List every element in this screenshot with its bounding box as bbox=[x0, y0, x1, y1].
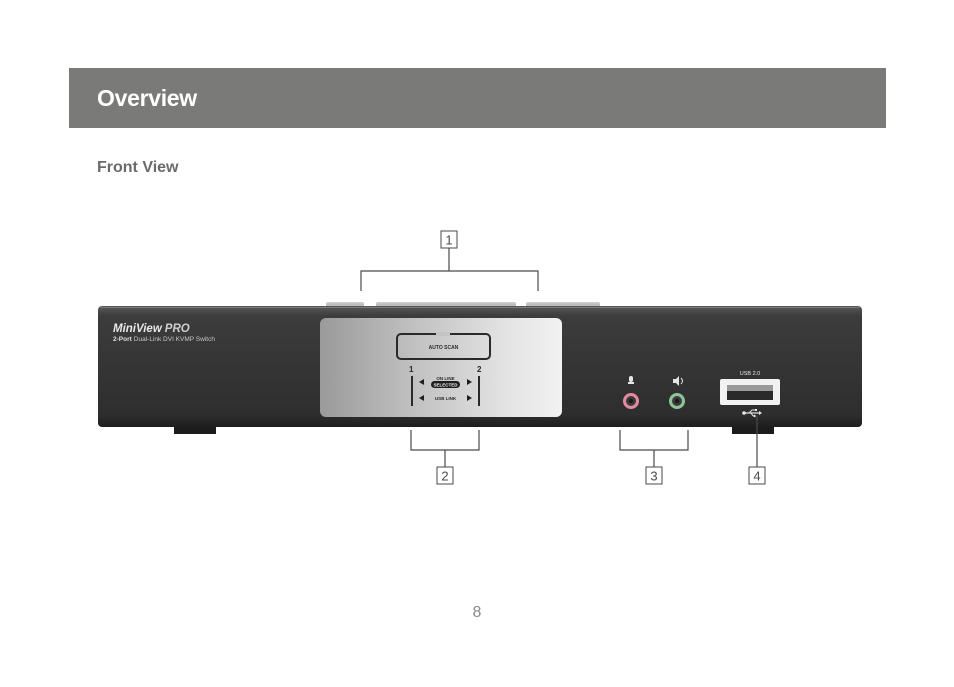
foot-left bbox=[174, 426, 216, 434]
section-heading: Front View bbox=[97, 159, 179, 176]
svg-text:1: 1 bbox=[445, 233, 452, 248]
svg-text:2: 2 bbox=[441, 469, 448, 484]
microphone-icon bbox=[628, 376, 634, 384]
port-2-label: 2 bbox=[477, 365, 482, 374]
foot-right bbox=[732, 426, 774, 434]
usb-icon bbox=[742, 409, 762, 418]
page-title: Overview bbox=[97, 85, 197, 111]
svg-text:4: 4 bbox=[753, 469, 760, 484]
port-2-online-led bbox=[467, 379, 472, 385]
selected-label: SELECTED bbox=[433, 383, 458, 388]
front-panel bbox=[320, 318, 562, 417]
online-label: ON LINE bbox=[436, 376, 454, 381]
port-2-usb-led bbox=[467, 395, 472, 401]
usb-link-label: USB LINK bbox=[435, 396, 457, 401]
port-1-online-led bbox=[419, 379, 424, 385]
usb-port[interactable] bbox=[720, 379, 780, 405]
port-1-label: 1 bbox=[409, 365, 414, 374]
callout-4: 4 bbox=[748, 416, 766, 485]
usb-port-label: USB 2.0 bbox=[740, 371, 760, 377]
microphone-jack[interactable] bbox=[623, 393, 639, 409]
auto-scan-label: AUTO SCAN bbox=[429, 345, 459, 351]
callout-3: 3 bbox=[619, 430, 689, 485]
callout-1: 1 bbox=[360, 230, 539, 291]
speaker-icon bbox=[673, 376, 683, 386]
speaker-jack[interactable] bbox=[669, 393, 685, 409]
callout-2: 2 bbox=[410, 430, 480, 485]
port-1-usb-led bbox=[419, 395, 424, 401]
header-bar: Overview bbox=[69, 68, 886, 128]
page-number: 8 bbox=[472, 604, 482, 621]
svg-text:3: 3 bbox=[650, 469, 657, 484]
